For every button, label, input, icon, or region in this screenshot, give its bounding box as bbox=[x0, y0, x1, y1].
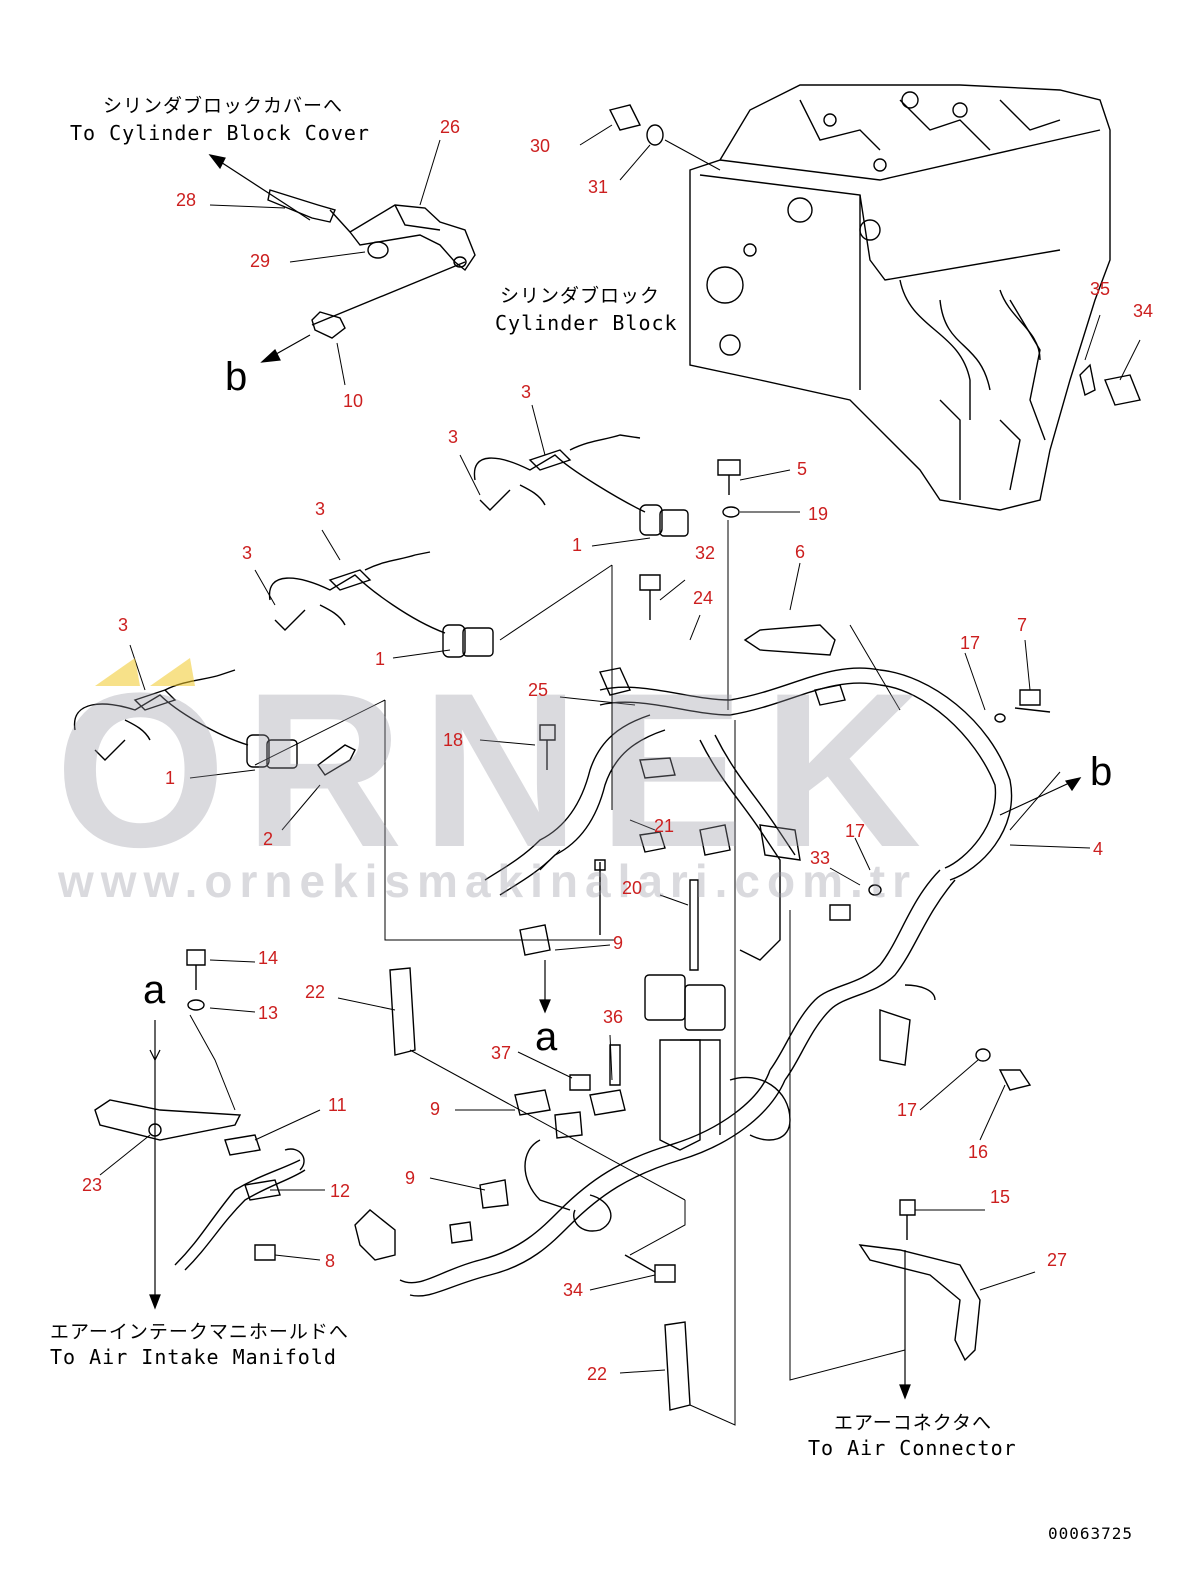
callout-9-c: 9 bbox=[405, 1168, 416, 1188]
sensor-harness-group-low bbox=[73, 669, 356, 776]
callout-26: 27 bbox=[1047, 1250, 1068, 1270]
callout-24: 24 bbox=[693, 588, 714, 608]
main-harness-illustration bbox=[354, 667, 1013, 1297]
note-cover-jp: シリンダブロックカバーへ bbox=[102, 95, 343, 117]
watermark-url: www.ornekismakinalari.com.tr bbox=[58, 855, 917, 907]
leader-lines bbox=[99, 124, 1141, 1426]
drawing-code: 00063725 bbox=[1048, 1524, 1134, 1543]
cover-bracket-illustration bbox=[267, 189, 476, 339]
callout-20: 20 bbox=[622, 878, 643, 898]
callout-9-b: 9 bbox=[430, 1099, 441, 1119]
callout-32: 32 bbox=[695, 543, 716, 563]
callout-5: 5 bbox=[797, 459, 808, 479]
callout-17-b: 17 bbox=[845, 821, 866, 841]
callout-3-c: 3 bbox=[315, 499, 326, 519]
callout-6: 6 bbox=[795, 542, 806, 562]
callout-16: 16 bbox=[968, 1142, 989, 1162]
callout-3-d: 3 bbox=[242, 543, 253, 563]
callout-22-a: 22 bbox=[305, 982, 326, 1002]
callout-3-e: 3 bbox=[118, 615, 129, 635]
note-intake-jp: エアーインテークマニホールドへ bbox=[50, 1321, 349, 1343]
callout-21: 21 bbox=[654, 816, 675, 836]
callout-34-bottom: 34 bbox=[563, 1280, 584, 1300]
note-air-jp: エアーコネクタへ bbox=[833, 1412, 993, 1434]
callout-29: 29 bbox=[250, 251, 271, 271]
callout-18: 18 bbox=[443, 730, 464, 750]
ref-b-top: b bbox=[225, 355, 248, 399]
callout-36: 36 bbox=[603, 1007, 624, 1027]
ref-b-right: b bbox=[1090, 750, 1113, 794]
callout-17-c: 17 bbox=[897, 1100, 918, 1120]
callout-10: 10 bbox=[343, 391, 364, 411]
callout-3-a: 3 bbox=[521, 382, 532, 402]
ref-a-left: a bbox=[143, 968, 166, 1012]
callout-34-top: 34 bbox=[1133, 301, 1154, 321]
callout-3-b: 3 bbox=[448, 427, 459, 447]
direction-arrows bbox=[149, 154, 1082, 1400]
sensor-harness-group-mid bbox=[268, 551, 494, 658]
callout-33: 33 bbox=[810, 848, 831, 868]
note-cover-en: To Cylinder Block Cover bbox=[70, 121, 370, 145]
callout-4: 4 bbox=[1093, 839, 1104, 859]
callout-23: 23 bbox=[82, 1175, 103, 1195]
callout-11: 11 bbox=[328, 1095, 347, 1115]
note-block-jp: シリンダブロック bbox=[500, 285, 661, 307]
callout-35: 35 bbox=[1090, 279, 1111, 299]
callout-13: 13 bbox=[258, 1003, 279, 1023]
callout-25: 25 bbox=[528, 680, 549, 700]
callout-14: 14 bbox=[258, 948, 279, 968]
callout-9-a: 9 bbox=[613, 933, 624, 953]
callout-27: 26 bbox=[440, 117, 461, 137]
callout-1-a: 1 bbox=[572, 535, 583, 555]
callout-31: 31 bbox=[588, 177, 609, 197]
callout-8: 8 bbox=[325, 1251, 336, 1271]
callout-12: 12 bbox=[330, 1181, 351, 1201]
cylinder-block-illustration bbox=[689, 84, 1111, 511]
callout-2: 2 bbox=[263, 829, 274, 849]
callout-30: 30 bbox=[530, 136, 551, 156]
note-block-en: Cylinder Block bbox=[495, 311, 678, 335]
callout-17-a: 17 bbox=[960, 633, 981, 653]
watermark-brand: ORNEK bbox=[55, 647, 940, 893]
watermark-logo-icon bbox=[95, 658, 195, 686]
callout-19: 19 bbox=[808, 504, 829, 524]
callout-15: 15 bbox=[990, 1187, 1011, 1207]
callout-37: 37 bbox=[491, 1043, 512, 1063]
ref-a-mid: a bbox=[535, 1015, 558, 1059]
callout-22-b: 22 bbox=[587, 1364, 608, 1384]
callout-1-c: 1 bbox=[165, 768, 176, 788]
callout-28: 28 bbox=[176, 190, 197, 210]
note-air-en: To Air Connector bbox=[808, 1436, 1017, 1460]
sensor-harness-group-top bbox=[473, 434, 689, 537]
callout-1-b: 1 bbox=[375, 649, 386, 669]
note-intake-en: To Air Intake Manifold bbox=[50, 1345, 337, 1369]
callout-7: 7 bbox=[1017, 615, 1028, 635]
